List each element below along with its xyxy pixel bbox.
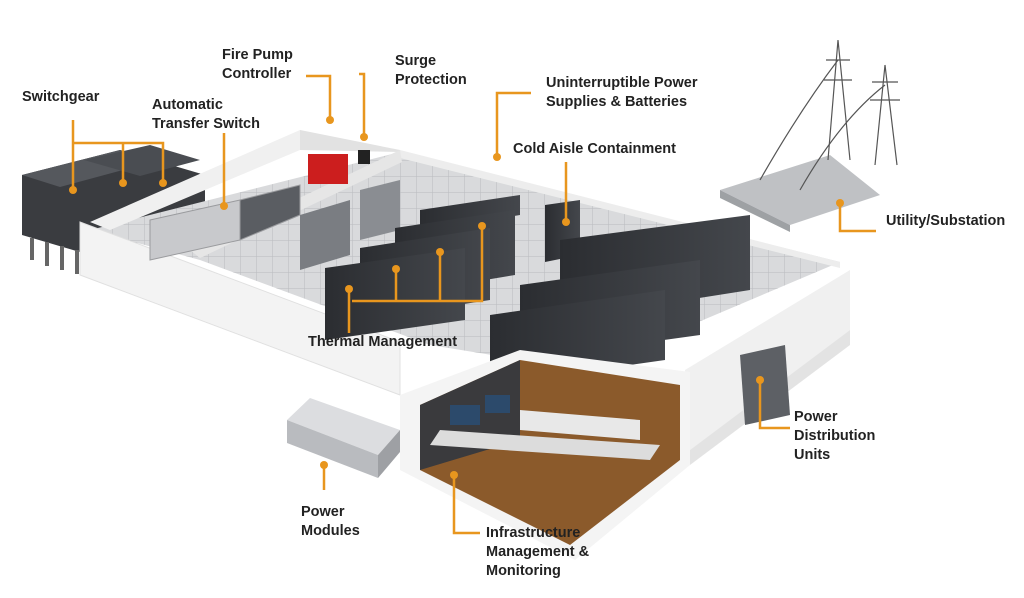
substation-illustration — [720, 39, 900, 232]
power-module-unit — [287, 398, 400, 478]
callout-lines — [71, 72, 876, 535]
label-line: Thermal Management — [308, 334, 458, 350]
label-line: Units — [794, 447, 831, 463]
label-line: Modules — [301, 523, 360, 539]
label-power-modules: Power Modules — [301, 503, 360, 541]
label-line: Fire Pump — [222, 47, 293, 63]
label-automatic-transfer-switch: Automatic Transfer Switch — [152, 96, 260, 134]
label-line: Supplies & Batteries — [546, 94, 688, 110]
label-line: Protection — [395, 72, 467, 88]
label-line: Power — [794, 409, 838, 425]
label-switchgear: Switchgear — [22, 88, 99, 107]
label-infrastructure-management: Infrastructure Management & Monitoring — [486, 524, 589, 581]
callout-dots — [69, 116, 844, 479]
back-wall — [90, 130, 300, 230]
label-line: Surge — [395, 53, 437, 69]
label-line: Cold Aisle Containment — [513, 141, 676, 157]
label-ups: Uninterruptible Power Supplies & Batteri… — [546, 74, 697, 112]
label-line: Infrastructure — [486, 525, 581, 541]
label-line: Distribution — [794, 428, 876, 444]
label-utility-substation: Utility/Substation — [886, 212, 1005, 231]
label-line: Power — [301, 504, 345, 520]
control-room — [400, 350, 690, 560]
label-line: Controller — [222, 66, 292, 82]
rack-rows — [325, 195, 750, 385]
label-surge-protection: Surge Protection — [395, 52, 467, 90]
label-fire-pump-controller: Fire Pump Controller — [222, 46, 293, 84]
label-line: Utility/Substation — [886, 213, 1006, 229]
label-line: Transfer Switch — [152, 116, 260, 132]
label-thermal-management: Thermal Management — [308, 333, 457, 352]
label-line: Monitoring — [486, 563, 561, 579]
label-line: Switchgear — [22, 89, 100, 105]
label-cold-aisle-containment: Cold Aisle Containment — [513, 140, 676, 159]
label-line: Management & — [486, 544, 590, 560]
label-power-distribution-units: Power Distribution Units — [794, 408, 875, 465]
label-line: Automatic — [152, 97, 223, 113]
label-line: Uninterruptible Power — [546, 75, 698, 91]
